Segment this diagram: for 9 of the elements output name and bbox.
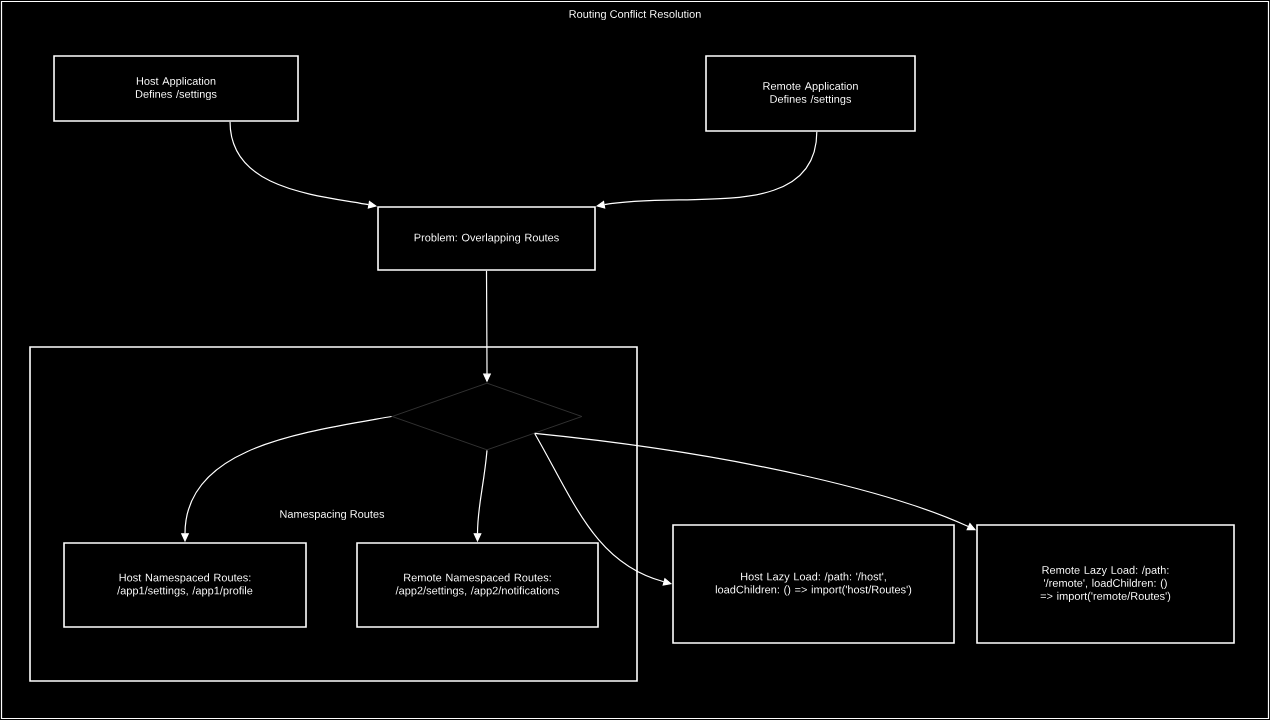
process-box: Remote Application Defines /settings: [705, 55, 916, 132]
process-box: Host Lazy Load: /path: '/host', loadChildren: () => import('host/Routes'): [672, 524, 955, 644]
process-box: Problem: Overlapping Routes: [377, 206, 596, 271]
diagram-title: Routing Conflict Resolution: [569, 9, 701, 21]
decision-diamond: [391, 382, 583, 451]
process-box: Remote Lazy Load: /path: '/remote', loadChildren: () => import('remote/Routes'): [976, 524, 1235, 644]
process-box: Host Namespaced Routes: /app1/settings, /app1/profile: [63, 542, 307, 628]
process-box: Host Application Defines /settings: [53, 55, 299, 122]
process-box: Remote Namespaced Routes: /app2/settings, /app2/notifications: [356, 542, 599, 628]
